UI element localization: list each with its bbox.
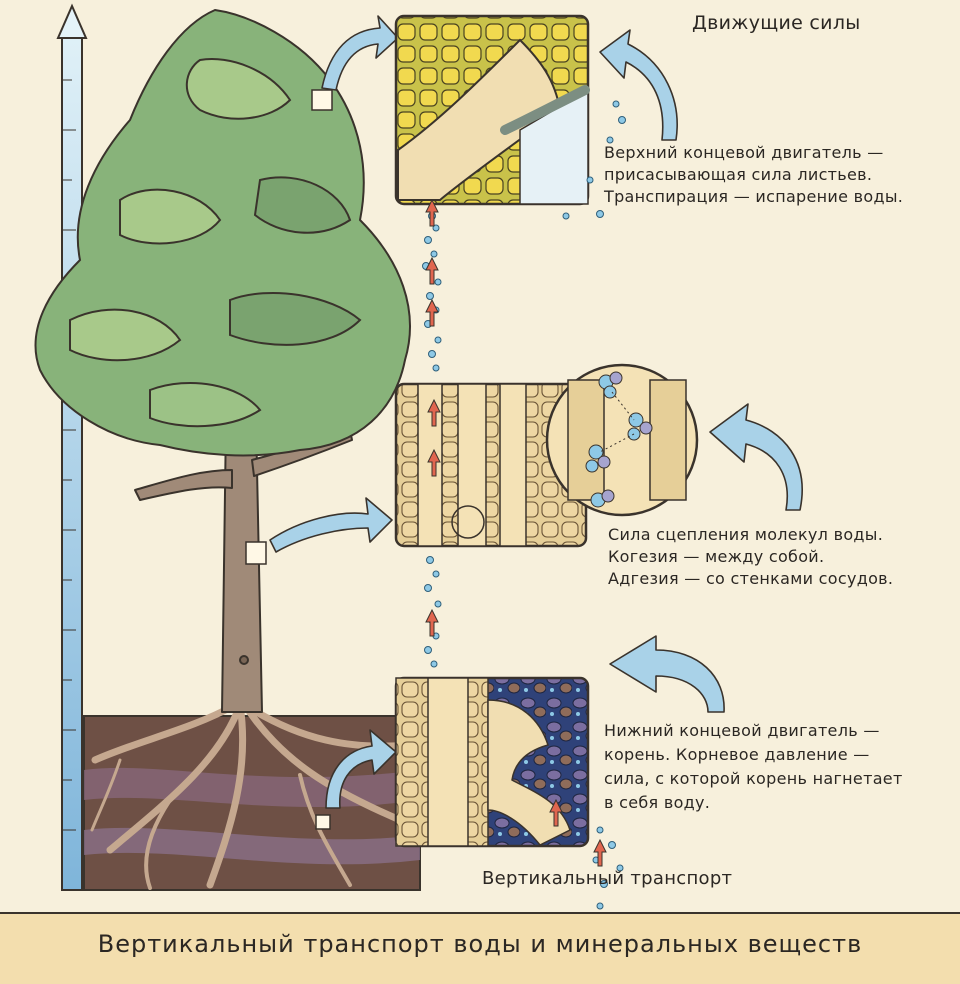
top-engine-line: присасывающая сила листьев. [604,165,873,184]
top-engine-line: Транспирация — испарение воды. [604,187,904,206]
cohesion-magnifier [545,363,699,517]
cohesion-line: Когезия — между собой. [608,547,825,566]
leaf-sample-marker [311,89,333,111]
curved-arrow-icon [599,29,678,141]
curved-arrow-icon [709,403,803,511]
bottom-engine-line: корень. Корневое давление — [604,745,870,764]
trunk-sample-marker [245,541,267,565]
tree-foliage [34,8,411,457]
bottom-engine-line: Нижний концевой двигатель — [604,721,880,740]
curved-arrow-icon [321,15,399,91]
curved-arrow-icon [269,497,393,553]
xylem-vessel-panel [394,382,588,548]
top-engine-line: Верхний концевой двигатель — [604,143,884,162]
water-column [422,100,626,910]
root-soil-panel [394,676,590,848]
up-arrow-icon [425,198,607,867]
root-sample-marker [315,814,331,830]
bottom-engine-line: сила, с которой корень нагнетает [604,769,903,788]
ruler-arrow-icon [56,3,88,39]
footer-band [0,912,960,984]
leaf-cross-section-panel [394,14,590,206]
forces-title: Движущие силы [692,12,861,34]
bottom-engine-line: в себя воду. [604,793,711,812]
footer-title: Вертикальный транспорт воды и минеральны… [97,930,863,958]
height-ruler [56,3,88,891]
curved-arrow-icon [609,635,725,713]
cohesion-line: Адгезия — со стенками сосудов. [608,569,894,588]
vertical-transport-label: Вертикальный транспорт [482,868,733,889]
cohesion-line: Сила сцепления молекул воды. [608,525,884,544]
